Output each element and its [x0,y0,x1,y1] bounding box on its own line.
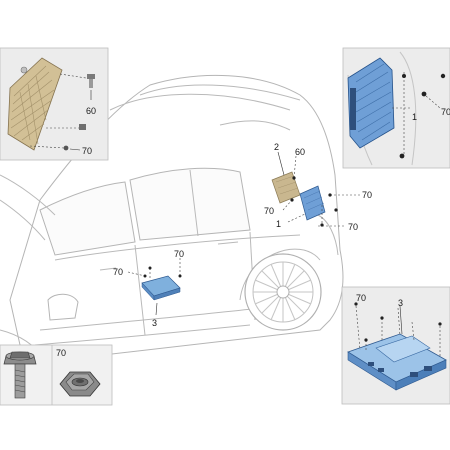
inset-fasteners[interactable] [0,344,113,406]
callout-door-70-a: 70 [113,267,123,277]
callout-bl-70: 70 [56,348,66,358]
callout-c-60: 60 [295,147,305,157]
callout-tr-1: 1 [412,112,417,122]
callout-c-70-right: 70 [362,190,372,200]
bolt-icon [87,74,95,88]
callout-labels: 60 70 1 70 2 60 70 70 1 70 70 70 3 70 70… [56,106,450,358]
rear-wheel [244,253,322,331]
nut-icon [63,145,69,151]
callout-c-70-left: 70 [264,206,274,216]
callout-c-2: 2 [274,142,279,152]
module-2-detail [7,57,63,151]
inset-top-right[interactable] [342,47,450,169]
nut-icon [59,371,101,397]
callout-tl-70: 70 [82,146,92,156]
callout-door-70-b: 70 [174,249,184,259]
callout-tr-70: 70 [441,107,450,117]
bolt-icon [79,124,86,130]
inset-top-left[interactable] [0,47,109,161]
inset-bottom-right[interactable] [341,286,450,405]
callout-tl-60: 60 [86,106,96,116]
module-3-door[interactable] [141,275,181,301]
module-3-detail [347,333,447,391]
callout-door-3: 3 [152,318,157,328]
module-1-center[interactable] [299,185,326,221]
bolt-icon [3,351,37,399]
callout-c-1: 1 [276,219,281,229]
door-leaders [127,258,182,316]
callout-c-70-lower: 70 [348,222,358,232]
module-1-detail [347,57,395,149]
callout-br-3: 3 [398,298,403,308]
center-leaders [277,151,362,227]
callout-br-70: 70 [356,293,366,303]
